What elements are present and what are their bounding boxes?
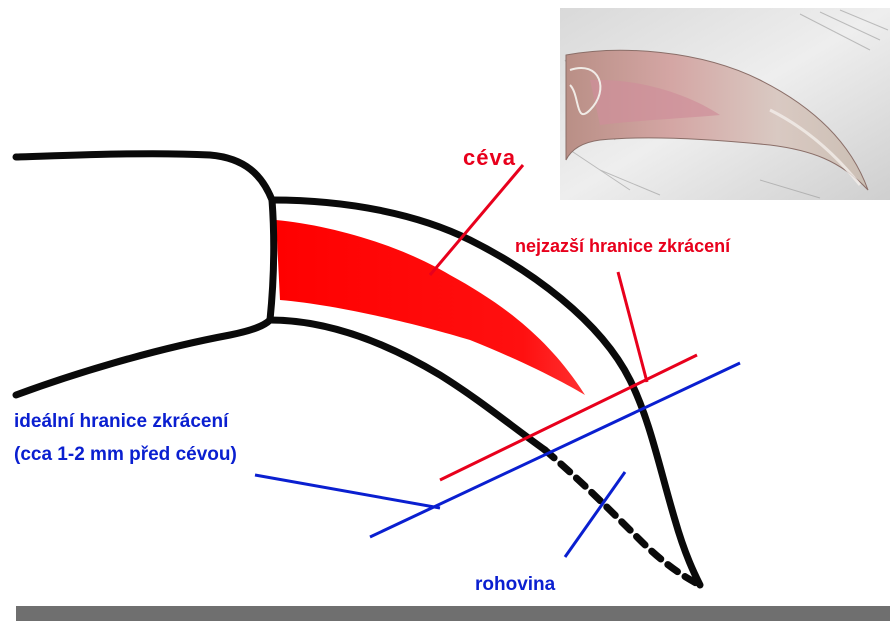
ideal-cut-line <box>370 363 740 537</box>
ideal-cut-label-line1: ideální hranice zkrácení <box>14 411 229 432</box>
claw-outline <box>16 154 700 585</box>
claw-photo <box>560 8 890 200</box>
horn-label: rohovina <box>475 574 556 595</box>
bottom-bar <box>16 606 890 621</box>
vessel-label: céva <box>463 145 516 170</box>
ideal-cut-label-line2: (cca 1-2 mm před cévou) <box>14 444 237 465</box>
max-cut-label: nejzazší hranice zkrácení <box>515 236 731 256</box>
ideal-cut-pointer <box>255 475 440 508</box>
